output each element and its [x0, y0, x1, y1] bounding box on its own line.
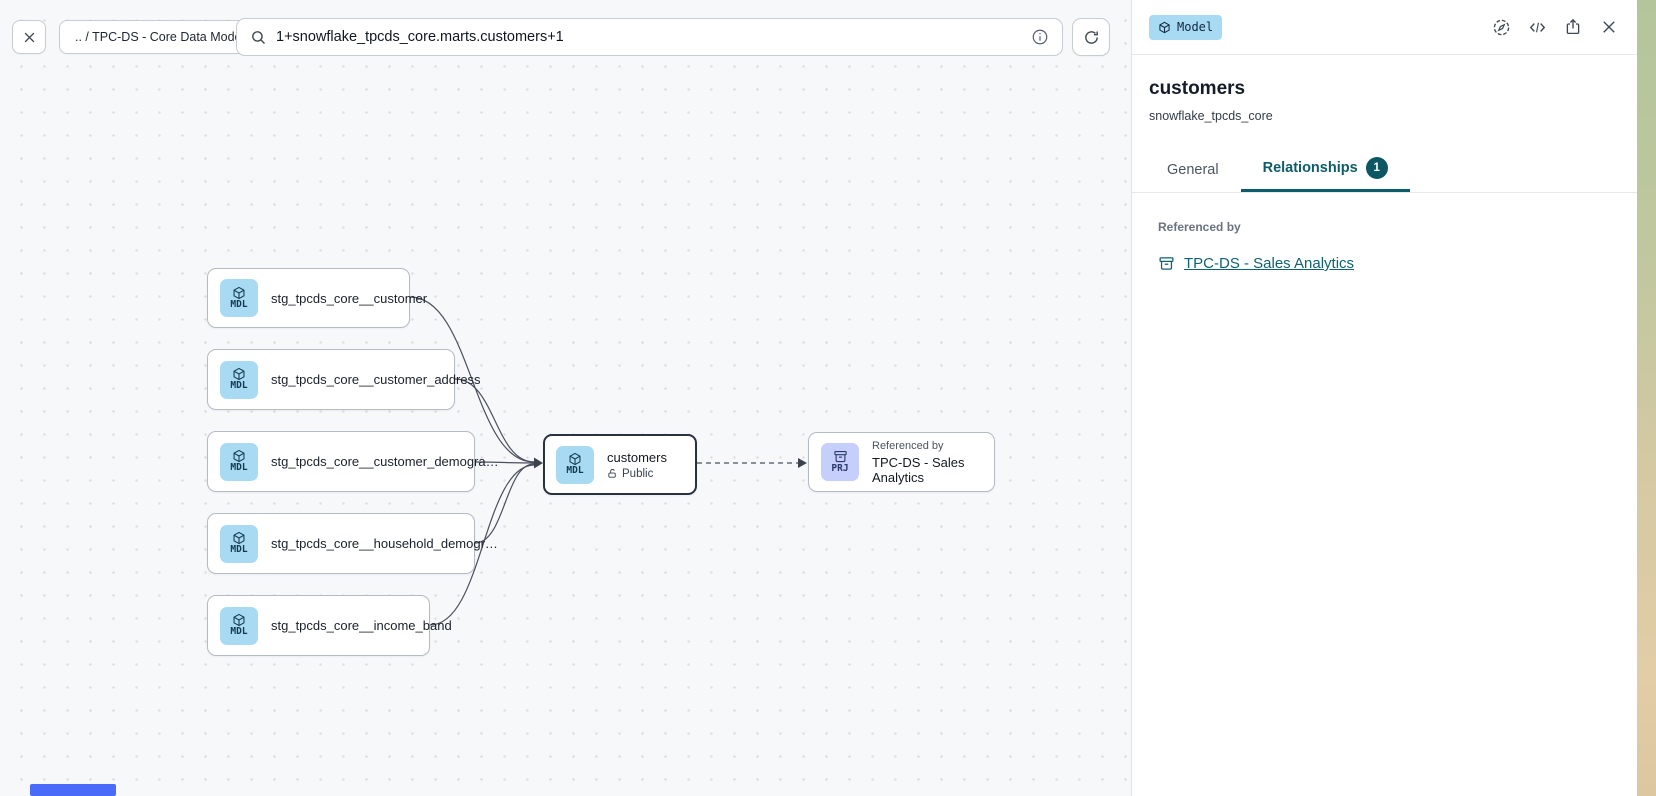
- node-label: stg_tpcds_core__income_band: [271, 618, 452, 633]
- refresh-lineage-button[interactable]: [1072, 18, 1110, 56]
- cube-icon: [233, 368, 245, 381]
- lineage-canvas[interactable]: MDL stg_tpcds_core__customer MDL stg_tpc…: [0, 0, 1131, 796]
- page-title: customers: [1149, 78, 1246, 99]
- node-label: TPC-DS - Sales Analytics: [872, 454, 965, 485]
- node-label: stg_tpcds_core__customer: [271, 290, 428, 306]
- search-icon: [250, 29, 267, 46]
- close-icon: [24, 32, 34, 42]
- details-panel-header: Model: [1132, 0, 1637, 55]
- node-stg-tpcds-core-customer-address[interactable]: MDL stg_tpcds_core__customer_address: [207, 349, 481, 410]
- project-badge: PRJ: [821, 443, 859, 481]
- detail-tabs: General Relationships 1: [1132, 147, 1637, 193]
- node-relation-label: Referenced by: [872, 439, 944, 452]
- bottom-left-indicator: [30, 784, 116, 796]
- node-tpcds-sales-analytics[interactable]: PRJ Referenced by TPC-DS - Sales Analyti…: [808, 432, 995, 492]
- node-stg-tpcds-core-customer-demographics[interactable]: MDL stg_tpcds_core__customer_demogra…: [207, 431, 499, 492]
- compass-icon: [1493, 19, 1509, 35]
- code-icon: [1529, 22, 1545, 32]
- node-label: customers: [607, 449, 667, 465]
- cube-icon: [233, 286, 245, 299]
- unlock-icon: [608, 468, 616, 478]
- close-lineage-button[interactable]: [12, 20, 46, 54]
- model-badge: MDL: [220, 279, 258, 317]
- cube-icon: [569, 453, 581, 466]
- cube-icon: [233, 614, 245, 627]
- info-icon[interactable]: [1031, 28, 1049, 46]
- model-badge: MDL: [220, 606, 258, 645]
- project-name: snowflake_tpcds_core: [1149, 109, 1273, 123]
- node-stg-tpcds-core-income-band[interactable]: MDL stg_tpcds_core__income_band: [207, 595, 452, 656]
- relationships-count-badge: 1: [1365, 157, 1388, 179]
- node-customers-selected[interactable]: MDL customers Public: [543, 434, 697, 495]
- desktop-wallpaper-sliver: [1637, 0, 1656, 796]
- cube-icon: [1159, 21, 1170, 33]
- node-access: Public: [607, 468, 667, 480]
- share-button[interactable]: [1562, 16, 1584, 38]
- referenced-project-link[interactable]: TPC-DS - Sales Analytics: [1184, 255, 1355, 272]
- node-label: stg_tpcds_core__household_demogr…: [271, 536, 498, 551]
- model-badge: MDL: [220, 524, 258, 563]
- model-badge: MDL: [220, 360, 258, 399]
- view-code-button[interactable]: [1526, 16, 1548, 38]
- refresh-icon: [1084, 30, 1098, 44]
- node-label: stg_tpcds_core__customer_demogra…: [271, 454, 499, 469]
- archive-icon: [1159, 257, 1174, 270]
- close-panel-button[interactable]: [1598, 16, 1620, 38]
- close-icon: [1603, 21, 1615, 33]
- node-stg-tpcds-core-household-demographics[interactable]: MDL stg_tpcds_core__household_demogr…: [207, 513, 498, 574]
- details-panel: Model customers snowflake_tpcds_core Gen…: [1131, 0, 1637, 796]
- node-stg-tpcds-core-customer[interactable]: MDL stg_tpcds_core__customer: [207, 268, 427, 328]
- share-icon: [1566, 18, 1580, 35]
- lineage-selector-input[interactable]: [276, 29, 1022, 45]
- resource-type-chip: Model: [1149, 14, 1223, 40]
- cube-icon: [233, 532, 245, 545]
- model-badge: MDL: [220, 442, 258, 481]
- lineage-edges: [409, 296, 807, 626]
- breadcrumb[interactable]: .. / TPC-DS - Core Data Models: [59, 20, 267, 54]
- lineage-selector-bar[interactable]: [236, 18, 1063, 56]
- model-badge: MDL: [556, 445, 594, 484]
- referenced-by-item: TPC-DS - Sales Analytics: [1158, 255, 1611, 272]
- archive-icon: [833, 451, 847, 463]
- tab-relationships[interactable]: Relationships 1: [1240, 147, 1410, 192]
- explore-lineage-button[interactable]: [1490, 16, 1512, 38]
- referenced-by-label: Referenced by: [1158, 220, 1241, 234]
- tab-general[interactable]: General: [1167, 161, 1219, 178]
- cube-icon: [233, 450, 245, 463]
- node-label: stg_tpcds_core__customer_address: [271, 372, 481, 387]
